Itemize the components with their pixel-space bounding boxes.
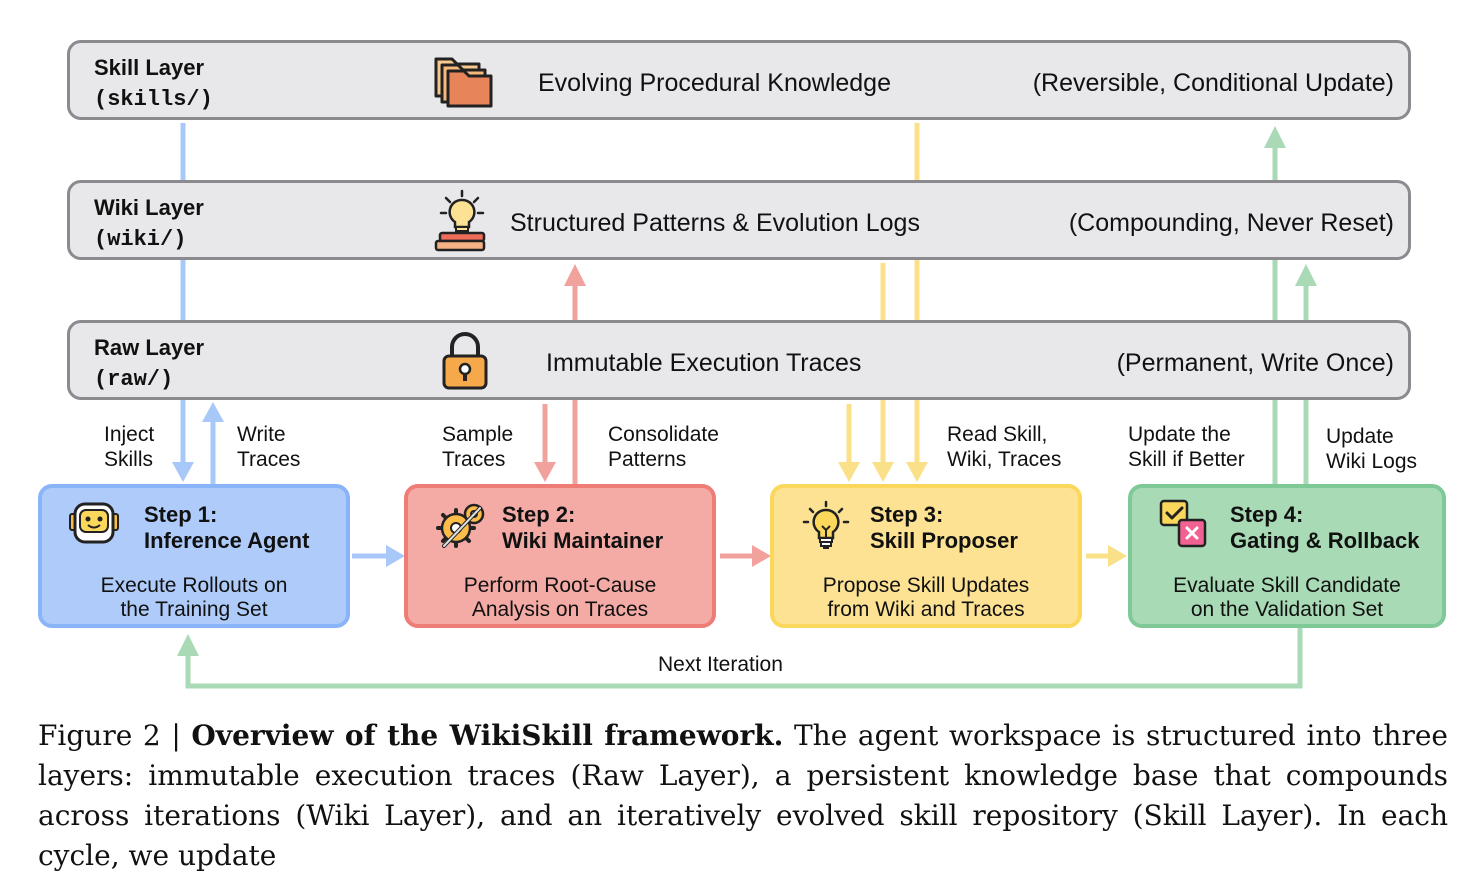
step4-desc-line2: on the Validation Set (1190, 598, 1384, 621)
sample-traces-arrowhead (534, 462, 556, 482)
step2-title-line2: Wiki Maintainer (502, 528, 664, 553)
step1-title: Step 1: Inference Agent (144, 502, 309, 554)
step2-desc-line2: Analysis on Traces (471, 598, 649, 621)
skill-layer-name: Skill Layer (94, 55, 205, 80)
skill-layer-dir: (skills/) (94, 87, 213, 112)
read-skill-label: Read Skill, Wiki, Traces (947, 422, 1061, 472)
robot-icon (68, 500, 120, 555)
update-skill-arrowhead (1264, 126, 1286, 148)
checklist-icon (1158, 498, 1208, 555)
raw-layer: Raw Layer (raw/) Immutable Execution Tra… (67, 320, 1411, 400)
step1-desc-line1: Execute Rollouts on (100, 574, 288, 597)
step1-title-line2: Inference Agent (144, 528, 310, 553)
raw-layer-desc: Immutable Execution Traces (546, 349, 862, 377)
step3-desc-line2: from Wiki and Traces (827, 598, 1025, 621)
skill-layer-prop: (Reversible, Conditional Update) (1032, 69, 1394, 97)
wiki-layer-desc: Structured Patterns & Evolution Logs (510, 209, 920, 237)
inject-skills-arrowhead (172, 462, 194, 482)
step3-title-line2: Skill Proposer (870, 528, 1018, 553)
inject-skills-label: Inject Skills (104, 422, 154, 472)
wiki-layer-name: Wiki Layer (94, 195, 204, 220)
caption-prefix: Figure 2 | (38, 719, 192, 752)
update-wiki-label-line2: Wiki Logs (1326, 450, 1418, 473)
padlock-icon (440, 329, 490, 396)
step2-title: Step 2: Wiki Maintainer (502, 502, 663, 554)
step2-title-line1: Step 2: (502, 502, 576, 527)
step3-to-step4-arrowhead (1108, 545, 1127, 567)
update-wiki-label-line1: Update (1326, 425, 1394, 448)
caption-title: Overview of the WikiSkill framework. (191, 719, 784, 752)
inject-label-line1: Inject (104, 423, 155, 446)
lightbulb-books-icon (432, 189, 492, 258)
write-traces-arrowhead (202, 402, 224, 422)
sample-traces-label: Sample Traces (442, 422, 513, 472)
read-raw-arrowhead (838, 462, 860, 482)
read-label-line1: Read Skill, (947, 423, 1048, 446)
gears-icon (434, 500, 490, 555)
read-label-line2: Wiki, Traces (947, 448, 1062, 471)
step3-desc-line1: Propose Skill Updates (822, 574, 1030, 597)
update-skill-label: Update the Skill if Better (1128, 422, 1245, 472)
step4-desc-line1: Evaluate Skill Candidate (1173, 574, 1401, 597)
write-label-line2: Traces (237, 448, 301, 471)
wiki-layer-prop: (Compounding, Never Reset) (1068, 209, 1394, 237)
skill-layer: Skill Layer (skills/) Evolving Procedura… (67, 40, 1411, 120)
step4-title: Step 4: Gating & Rollback (1230, 502, 1419, 554)
read-skill-arrowhead (906, 462, 928, 482)
write-label-line1: Write (237, 423, 286, 446)
lightbulb-icon (800, 500, 852, 557)
next-iteration-loop (185, 628, 1303, 689)
skill-layer-desc: Evolving Procedural Knowledge (538, 69, 891, 97)
step4-title-line1: Step 4: (1230, 502, 1304, 527)
update-skill-label-line1: Update the (1128, 423, 1231, 446)
consolidate-label-line2: Patterns (608, 448, 687, 471)
folders-icon (432, 53, 494, 114)
next-iteration-arrowhead (177, 634, 199, 656)
step3-title: Step 3: Skill Proposer (870, 502, 1018, 554)
step1-desc-line2: the Training Set (120, 598, 268, 621)
step3-desc: Propose Skill Updates from Wiki and Trac… (774, 574, 1078, 622)
step2-to-step3-arrowhead (752, 545, 771, 567)
step1-title-line1: Step 1: (144, 502, 218, 527)
step4-title-line2: Gating & Rollback (1230, 528, 1420, 553)
write-traces-label: Write Traces (237, 422, 300, 472)
step1-box: Step 1: Inference Agent Execute Rollouts… (38, 484, 350, 628)
raw-layer-name: Raw Layer (94, 335, 205, 360)
sample-label-line1: Sample (442, 423, 514, 446)
wiki-layer: Wiki Layer (wiki/) Structured Patterns &… (67, 180, 1411, 260)
consolidate-label-line1: Consolidate (608, 423, 719, 446)
next-iteration-label: Next Iteration (658, 653, 783, 676)
step2-desc-line1: Perform Root-Cause (463, 574, 657, 597)
step2-box: Step 2: Wiki Maintainer Perform Root-Cau… (404, 484, 716, 628)
step4-box: Step 4: Gating & Rollback Evaluate Skill… (1128, 484, 1446, 628)
figure-caption: Figure 2 | Overview of the WikiSkill fra… (38, 716, 1448, 876)
step1-desc: Execute Rollouts on the Training Set (42, 574, 346, 622)
consolidate-patterns-label: Consolidate Patterns (608, 422, 719, 472)
raw-layer-prop: (Permanent, Write Once) (1116, 349, 1394, 377)
connector-arrows (172, 123, 1317, 689)
wiki-layer-dir: (wiki/) (94, 227, 187, 252)
update-wiki-label: Update Wiki Logs (1326, 424, 1417, 474)
inject-label-line2: Skills (104, 448, 154, 471)
step1-to-step2-arrowhead (386, 545, 405, 567)
step2-desc: Perform Root-Cause Analysis on Traces (408, 574, 712, 622)
read-wiki-arrowhead (872, 462, 894, 482)
step3-box: Step 3: Skill Proposer Propose Skill Upd… (770, 484, 1082, 628)
raw-layer-dir: (raw/) (94, 367, 174, 392)
step3-title-line1: Step 3: (870, 502, 944, 527)
step4-desc: Evaluate Skill Candidate on the Validati… (1132, 574, 1442, 622)
update-skill-label-line2: Skill if Better (1128, 448, 1245, 471)
consolidate-arrowhead (564, 264, 586, 286)
sample-label-line2: Traces (442, 448, 506, 471)
update-wiki-arrowhead (1295, 264, 1317, 286)
